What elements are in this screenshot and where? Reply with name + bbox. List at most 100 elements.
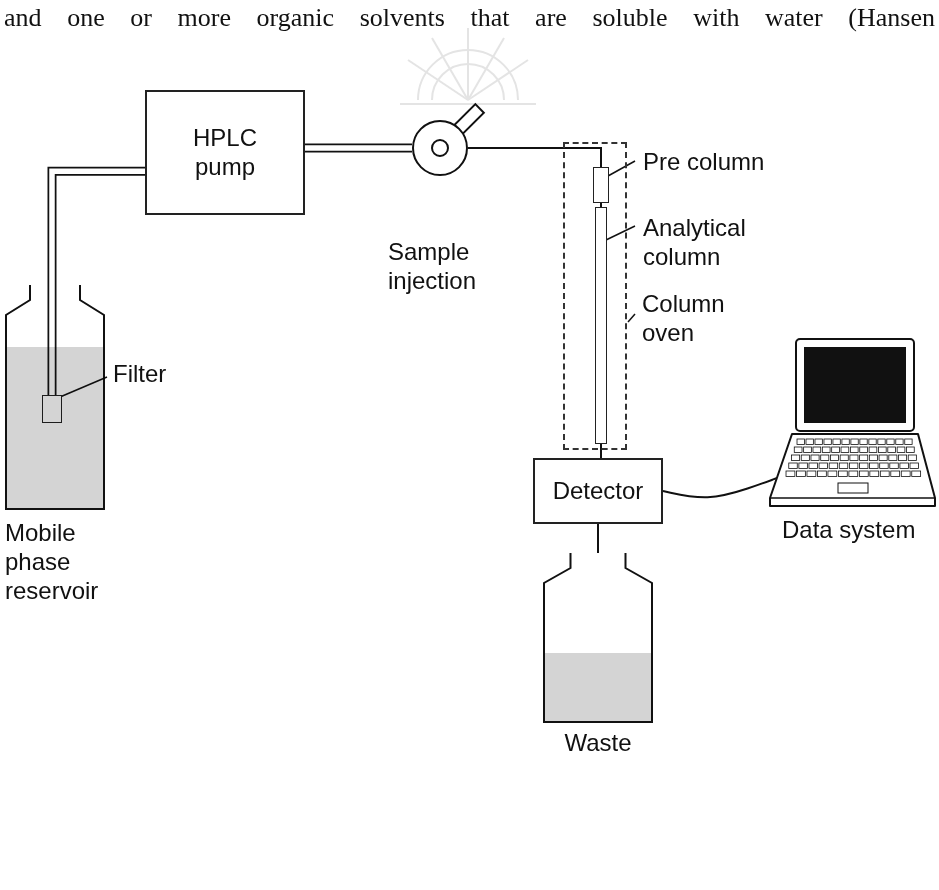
injection-valve: Sample injection: [412, 120, 468, 176]
valve-rotor: [432, 140, 448, 156]
key: [878, 439, 885, 445]
watermark-ray: [467, 28, 469, 100]
key: [821, 455, 829, 461]
watermark-logo: [400, 28, 536, 104]
key: [813, 447, 821, 453]
part-label: Data system: [782, 516, 915, 545]
tubing-group: [598, 524, 599, 553]
shape-outline: [5, 285, 105, 510]
key: [908, 455, 916, 461]
key: [899, 455, 907, 461]
key: [897, 447, 905, 453]
screen-frame: [796, 339, 914, 431]
key: [851, 439, 858, 445]
label-anchor: Filter: [113, 360, 166, 389]
watermark-ray: [468, 60, 528, 100]
tubing-group: [305, 148, 412, 149]
key: [889, 455, 897, 461]
data-cable: [663, 478, 777, 497]
key: [811, 455, 819, 461]
key: [870, 471, 879, 477]
key: [849, 463, 858, 469]
part-label: Waste: [543, 729, 653, 758]
touchpad: [838, 483, 868, 493]
label-anchor: Pre column: [643, 148, 764, 177]
key: [896, 439, 903, 445]
key: [900, 463, 909, 469]
key: [830, 455, 838, 461]
label-anchor: Waste: [543, 729, 653, 758]
key: [839, 463, 848, 469]
key: [807, 471, 816, 477]
part-label: Column oven: [642, 290, 767, 348]
shape-outline: [770, 338, 935, 510]
key: [799, 463, 808, 469]
key: [841, 447, 849, 453]
key: [905, 439, 912, 445]
key: [912, 471, 921, 477]
part-label: Filter: [113, 360, 166, 389]
label-anchor: Data system: [782, 516, 915, 545]
key: [833, 439, 840, 445]
key: [887, 439, 894, 445]
watermark-ray: [408, 60, 468, 100]
waste-bottle: Waste: [543, 553, 653, 723]
key: [819, 463, 828, 469]
key: [815, 439, 822, 445]
solvent-tube: [305, 144, 412, 153]
key: [880, 471, 889, 477]
data-system-laptop: Data system: [770, 338, 935, 510]
key-grid: [786, 439, 921, 477]
key: [891, 471, 900, 477]
bottle-outline: [544, 553, 652, 722]
key: [901, 471, 910, 477]
key: [822, 447, 830, 453]
analytical-column: Analytical column: [595, 207, 607, 444]
watermark-base: [400, 103, 536, 105]
key: [906, 447, 914, 453]
key: [794, 447, 802, 453]
key: [890, 463, 899, 469]
tubing-group: [468, 148, 601, 167]
watermark-ray: [432, 38, 468, 100]
base-edge: [770, 497, 935, 499]
screen-display: [804, 347, 906, 423]
label-anchor: Sample injection: [388, 238, 506, 296]
key: [789, 463, 798, 469]
shape-outline: [412, 120, 468, 176]
key: [792, 455, 800, 461]
key: [859, 463, 868, 469]
part-label: Analytical column: [643, 214, 783, 272]
key: [850, 455, 858, 461]
pre-column-leader: [608, 161, 635, 176]
key: [832, 447, 840, 453]
key: [829, 463, 838, 469]
label-anchor: Mobile phase reservoir: [5, 519, 117, 605]
key: [880, 463, 889, 469]
key: [869, 439, 876, 445]
key: [809, 463, 818, 469]
text-anchor: and one or more organic solvents that ar…: [4, 2, 935, 33]
key: [860, 455, 868, 461]
valve-body: [413, 121, 467, 175]
capillary-line: [600, 444, 602, 458]
column-oven: Pre columnAnalytical columnColumn oven: [563, 142, 627, 450]
key: [840, 455, 848, 461]
tubing-group: [601, 444, 602, 458]
tube-bore: [305, 145, 412, 151]
key: [869, 447, 877, 453]
key: [806, 439, 813, 445]
capillary-line: [468, 148, 601, 167]
shape-outline: [543, 553, 653, 723]
key: [796, 471, 805, 477]
key: [828, 471, 837, 477]
liquid-fill: [543, 653, 653, 723]
key: [879, 455, 887, 461]
detector-box: Detector: [533, 458, 663, 524]
key: [838, 471, 847, 477]
pre-column: Pre column: [593, 167, 609, 203]
key: [869, 455, 877, 461]
key: [804, 447, 812, 453]
